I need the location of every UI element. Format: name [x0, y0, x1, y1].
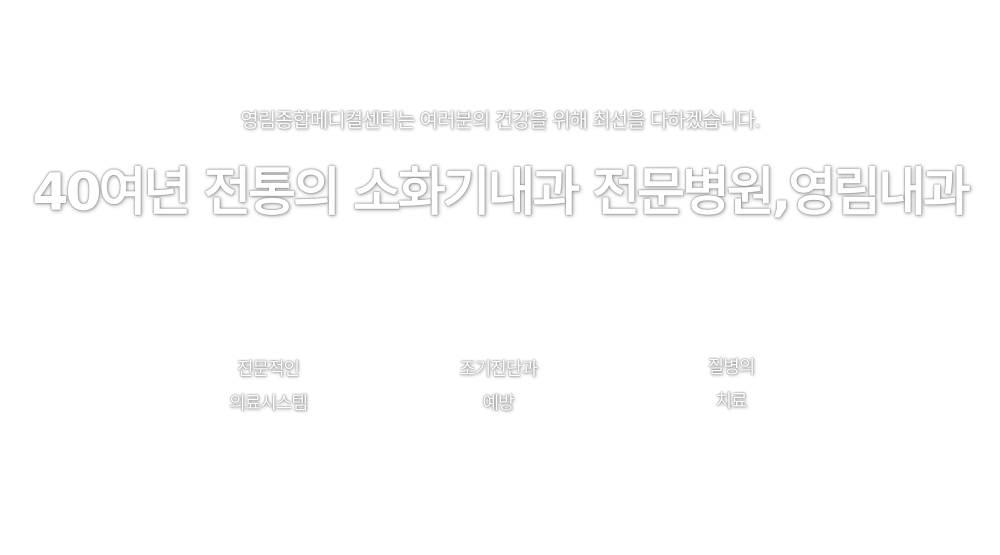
feature-line-1: 전문적인	[236, 359, 300, 380]
feature-line-2: 의료시스템	[229, 393, 308, 414]
feature-medical-system[interactable]: 전문적인 의료시스템	[198, 353, 338, 421]
feature-line-1: 조기진단과	[459, 359, 538, 380]
feature-line-2: 치료	[715, 391, 747, 412]
feature-line-1: 질병의	[707, 357, 756, 378]
hero-headline: 40여년 전통의 소화기내과 전문병원,영림내과	[32, 163, 971, 223]
feature-treatment[interactable]: 질병의 치료	[661, 351, 801, 419]
feature-line-2: 예방	[482, 393, 514, 414]
hero-subtitle: 영림종합메디컬센터는 여러분의 건강을 위해 최선을 다하겠습니다.	[240, 108, 760, 132]
feature-early-diagnosis[interactable]: 조기진단과 예방	[428, 353, 568, 421]
